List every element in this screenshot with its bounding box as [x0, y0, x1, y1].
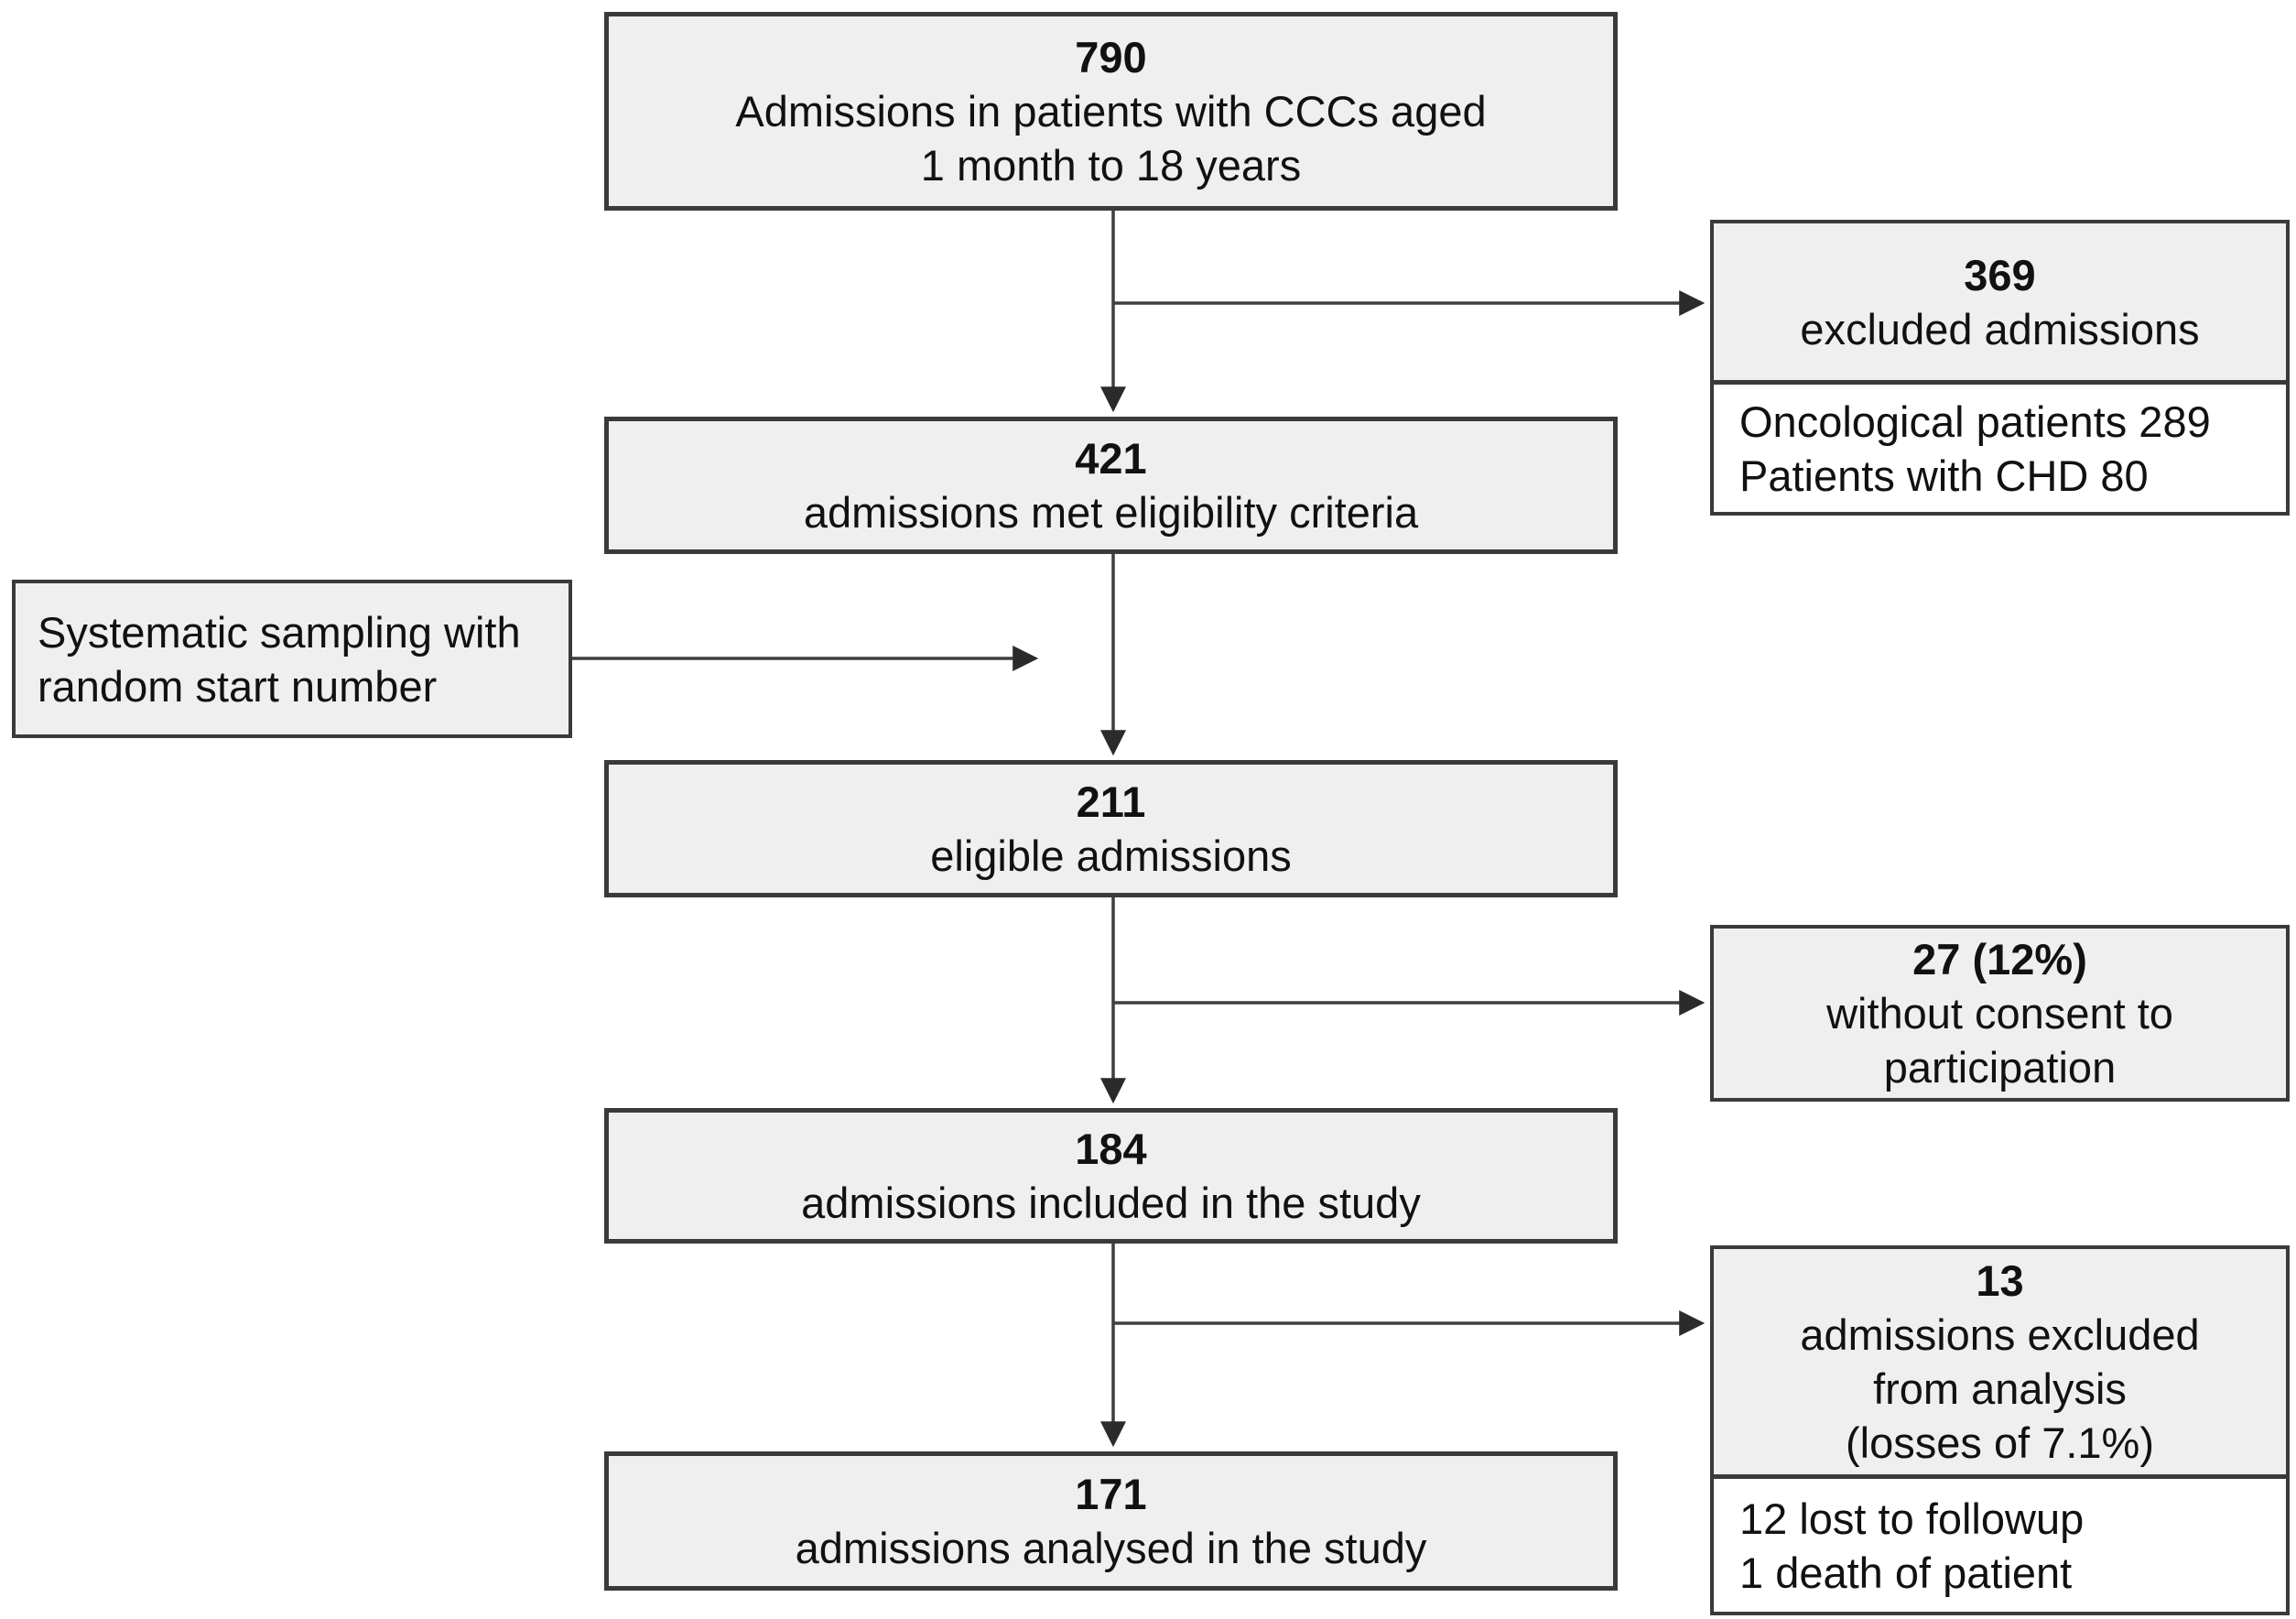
no-consent-box: 27 (12%) without consent to participatio… [1710, 925, 2290, 1102]
total-admissions-box: 790 Admissions in patients with CCCs age… [604, 12, 1618, 211]
eligible-admissions-box: 211 eligible admissions [604, 760, 1618, 897]
box-number: 790 [1075, 33, 1147, 81]
box-label-line: random start number [38, 661, 438, 711]
excluded-analysis-summary: 13 admissions excluded from analysis (lo… [1714, 1249, 2286, 1479]
box-number: 27 (12%) [1912, 935, 2087, 983]
sampling-note-box: Systematic sampling with random start nu… [12, 580, 572, 738]
box-label-line: admissions excluded [1800, 1310, 2200, 1359]
box-number: 211 [1076, 777, 1146, 826]
box-number: 421 [1075, 434, 1147, 483]
box-number: 369 [1964, 250, 2036, 299]
box-label-line: 1 month to 18 years [920, 141, 1302, 190]
box-label-line: admissions analysed in the study [795, 1524, 1427, 1572]
box-label-line: admissions included in the study [801, 1179, 1421, 1227]
box-label-line: from analysis [1873, 1364, 2127, 1413]
analysed-admissions-box: 171 admissions analysed in the study [604, 1451, 1618, 1591]
box-label-line: eligible admissions [930, 831, 1292, 880]
detail-line: 1 death of patient [1739, 1548, 2073, 1597]
detail-line: Oncological patients 289 [1739, 397, 2211, 446]
excluded-from-analysis-box: 13 admissions excluded from analysis (lo… [1710, 1245, 2290, 1615]
box-label-line: admissions met eligibility criteria [803, 488, 1419, 537]
box-label-line: Systematic sampling with [38, 607, 521, 657]
excluded-admissions-details: Oncological patients 289 Patients with C… [1714, 385, 2286, 512]
excluded-analysis-details: 12 lost to followup 1 death of patient [1714, 1479, 2286, 1612]
box-number: 13 [1976, 1256, 2024, 1305]
detail-line: 12 lost to followup [1739, 1494, 2085, 1543]
excluded-admissions-box: 369 excluded admissions Oncological pati… [1710, 220, 2290, 516]
box-label-line: excluded admissions [1800, 304, 2200, 353]
included-admissions-box: 184 admissions included in the study [604, 1108, 1618, 1244]
box-label-line: Admissions in patients with CCCs aged [735, 87, 1487, 136]
detail-line: Patients with CHD 80 [1739, 451, 2149, 500]
box-label-line: participation [1883, 1043, 2117, 1092]
eligibility-criteria-box: 421 admissions met eligibility criteria [604, 417, 1618, 554]
box-label-line: without consent to [1826, 989, 2173, 1038]
box-number: 171 [1075, 1470, 1147, 1518]
excluded-admissions-summary: 369 excluded admissions [1714, 223, 2286, 385]
box-label-line: (losses of 7.1%) [1846, 1418, 2154, 1467]
box-number: 184 [1075, 1125, 1147, 1173]
